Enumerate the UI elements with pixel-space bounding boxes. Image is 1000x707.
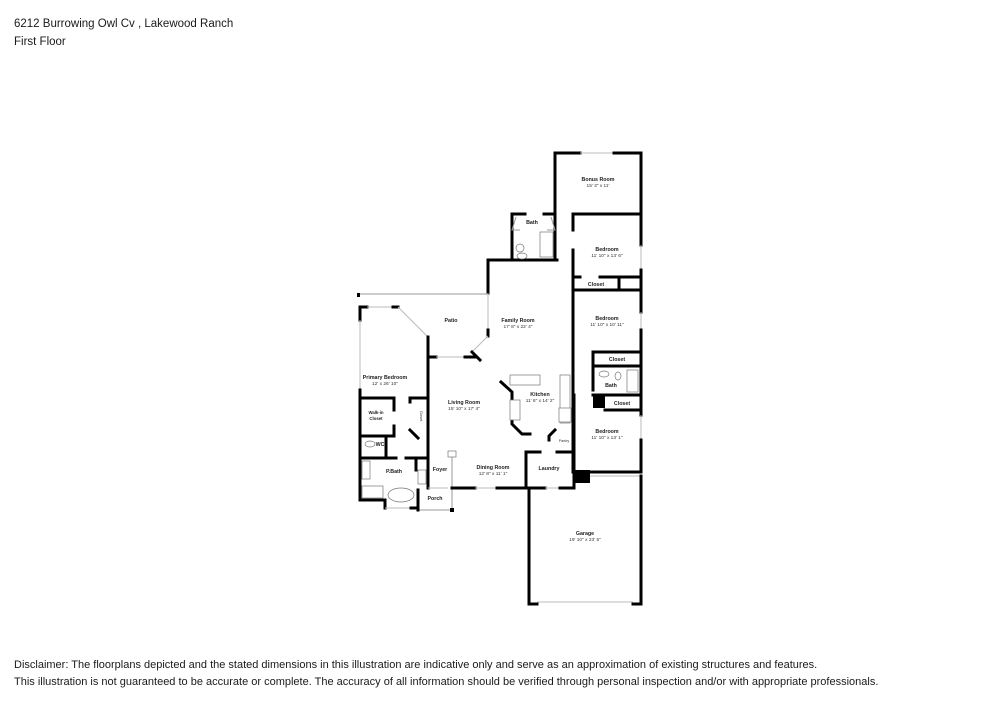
property-address: 6212 Burrowing Owl Cv , Lakewood Ranch: [14, 18, 234, 30]
room-label-pbath: P.Bath: [386, 469, 402, 475]
room-dims-primary-bedroom: 12' x 26' 10": [372, 381, 398, 387]
room-label-bath-top: Bath: [526, 220, 538, 226]
room-dims-garage: 19' 10" x 23' 5": [569, 537, 601, 543]
room-dims-bedroom-3: 11' 10" x 13' 1": [591, 435, 623, 441]
room-label-bath-mid: Bath: [605, 383, 617, 389]
front-walls: [416, 450, 576, 512]
disclaimer-line-2: This illustration is not guaranteed to b…: [14, 676, 879, 688]
room-label-closet-3: Closet: [614, 401, 630, 407]
sink-icon-mid: [598, 370, 610, 378]
garage: [527, 474, 643, 606]
bathtub-icon: [626, 369, 639, 393]
room-label-garage: Garage: [576, 531, 594, 537]
room-label-kitchen: Kitchen: [530, 392, 549, 398]
room-label-patio: Patio: [445, 318, 459, 324]
room-dims-dining-room: 12' 8" x 11' 1": [479, 471, 508, 477]
pbath-shower-icon: [361, 485, 384, 499]
room-label-bedroom-1: Bedroom: [595, 247, 619, 253]
room-label-closet-2: Closet: [609, 357, 625, 363]
room-label-foyer: Foyer: [433, 467, 447, 473]
pbath-sink2-icon: [417, 469, 427, 485]
room-label-laundry: Laundry: [539, 466, 560, 472]
floor-label: First Floor: [14, 36, 66, 48]
disclaimer-line-1: Disclaimer: The floorplans depicted and …: [14, 659, 818, 671]
room-label-bedroom-3: Bedroom: [595, 429, 619, 435]
room-dims-living-room: 15' 10" x 17' 4": [448, 406, 480, 412]
room-label-wc: WC: [376, 442, 385, 448]
room-label-closet-1: Closet: [588, 282, 604, 288]
room-label-bonus-room: Bonus Room: [582, 177, 615, 183]
bath-top: [486, 212, 559, 262]
room-dims-kitchen: 11' 6" x 14' 2": [526, 398, 555, 404]
patio: [357, 293, 488, 359]
stove-icon: [509, 399, 521, 421]
sink-icon: [515, 243, 525, 253]
counter-right: [559, 374, 571, 424]
primary-wing-walls: [358, 305, 430, 510]
room-label-living-room: Living Room: [448, 400, 480, 406]
room-dims-bedroom-1: 11' 10" x 13' 6": [591, 253, 623, 259]
room-label-walkin-closet-1: Walk-in: [368, 410, 383, 415]
room-label-family-room: Family Room: [501, 318, 535, 324]
pbath-tub-icon: [387, 487, 415, 503]
fridge-icon: [558, 407, 572, 423]
room-label-primary-bedroom: Primary Bedroom: [363, 375, 408, 381]
room-label-closet-small: Closet: [419, 411, 423, 421]
wc-toilet-icon: [364, 440, 376, 448]
toilet-icon-mid: [614, 371, 622, 381]
room-label-pantry: Pantry: [559, 439, 570, 443]
room-label-porch: Porch: [427, 496, 442, 502]
room-dims-bonus-room: 15' 3" x 11': [587, 183, 610, 189]
room-label-walkin-closet-2: Closet: [369, 416, 383, 421]
room-dims-family-room: 17' 8" x 22' 4": [504, 324, 533, 330]
bonus-room: [553, 151, 643, 216]
pbath-sink-icon: [361, 460, 371, 480]
room-label-dining-room: Dining Room: [477, 465, 510, 471]
right-wing-walls: [571, 212, 643, 483]
shower-icon: [539, 231, 554, 258]
family-kitchen-walls: [469, 258, 575, 474]
kitchen-counter: [509, 374, 541, 386]
room-dims-bedroom-2: 11' 10" x 10' 11": [590, 322, 624, 328]
toilet-icon: [516, 252, 528, 260]
room-label-bedroom-2: Bedroom: [595, 316, 619, 322]
